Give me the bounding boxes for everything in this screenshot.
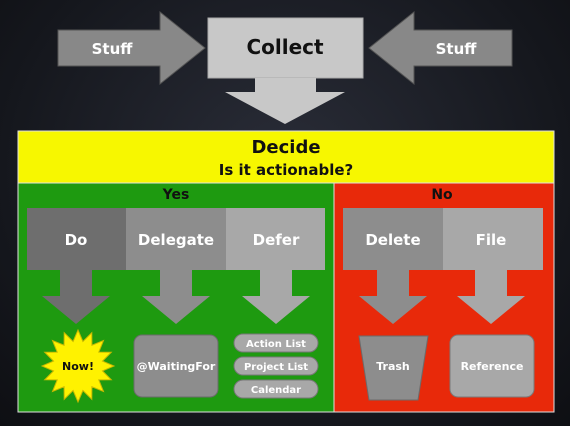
delete-box: Delete xyxy=(343,208,443,270)
delete-label: Delete xyxy=(365,231,420,249)
stuff-left-label: Stuff xyxy=(92,40,134,58)
reference-label: Reference xyxy=(461,360,524,373)
do-box: Do xyxy=(27,208,126,270)
defer-label: Defer xyxy=(253,231,300,249)
collect-down-arrow xyxy=(225,78,345,124)
waiting-for-label: @WaitingFor xyxy=(137,360,216,373)
no-label: No xyxy=(431,187,453,203)
delegate-down-arrow xyxy=(142,270,210,324)
stuff-arrow-left: Stuff xyxy=(57,10,206,86)
delegate-label: Delegate xyxy=(138,231,214,249)
calendar-pill: Calendar xyxy=(233,379,319,399)
delegate-box: Delegate xyxy=(126,208,226,270)
do-label: Do xyxy=(65,231,88,249)
project-list-pill: Project List xyxy=(233,356,319,376)
calendar-label: Calendar xyxy=(251,385,301,396)
defer-box: Defer xyxy=(226,208,325,270)
yes-label: Yes xyxy=(162,187,190,203)
stuff-right-label: Stuff xyxy=(436,40,478,58)
trash-bin: Trash xyxy=(358,335,429,401)
decide-question: Is it actionable? xyxy=(219,161,353,179)
now-label: Now! xyxy=(62,360,94,373)
project-list-label: Project List xyxy=(244,362,308,373)
delete-down-arrow xyxy=(359,270,427,324)
file-box: File xyxy=(443,208,543,270)
decide-title: Decide xyxy=(251,137,320,158)
decide-bar: Decide Is it actionable? xyxy=(17,130,555,184)
file-down-arrow xyxy=(457,270,525,324)
file-label: File xyxy=(476,231,507,249)
trash-label: Trash xyxy=(376,360,410,373)
do-down-arrow xyxy=(42,270,110,324)
reference-box: Reference xyxy=(449,334,535,398)
waiting-for-box: @WaitingFor xyxy=(133,334,219,398)
collect-box: Collect xyxy=(207,17,364,79)
action-list-pill: Action List xyxy=(233,333,319,353)
now-burst: Now! xyxy=(40,328,116,404)
defer-down-arrow xyxy=(242,270,310,324)
action-list-label: Action List xyxy=(246,339,306,350)
stuff-arrow-right: Stuff xyxy=(368,10,513,86)
collect-label: Collect xyxy=(246,35,324,59)
